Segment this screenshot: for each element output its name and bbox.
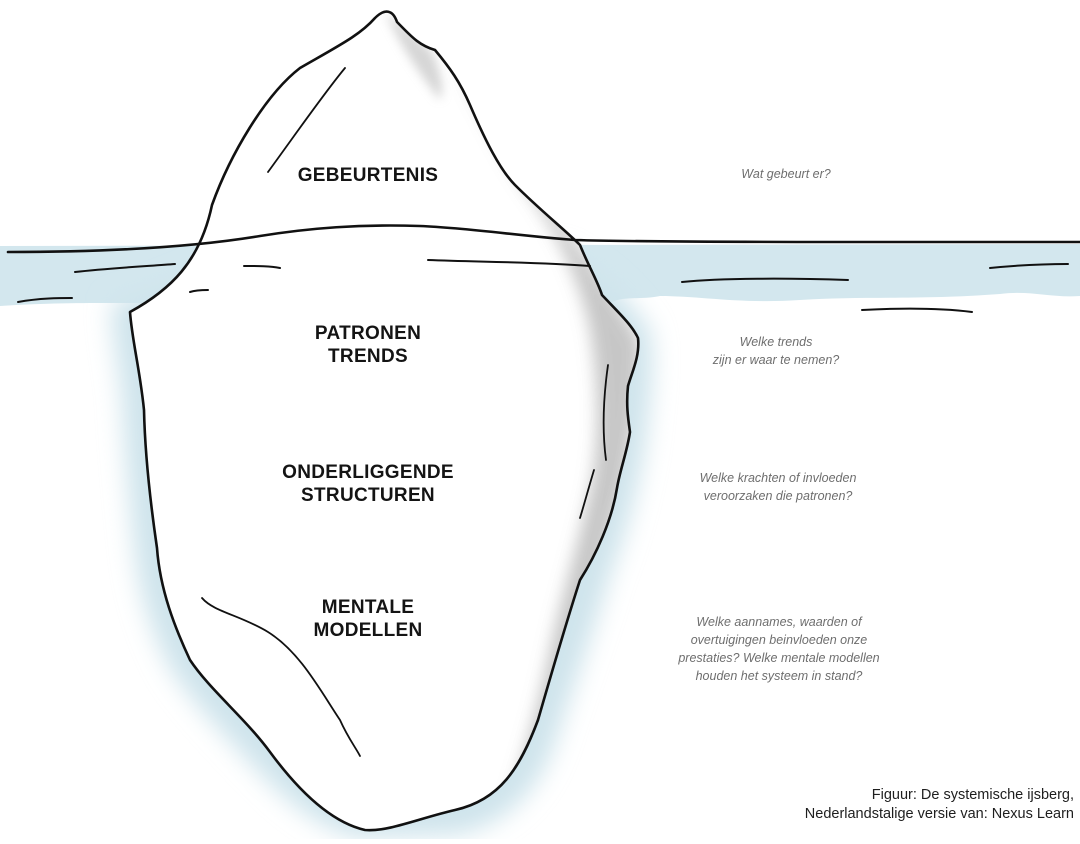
level-patronen-label: PATRONEN TRENDS (218, 322, 518, 368)
level-mentale-line2: MODELLEN (313, 620, 423, 641)
waterline (6, 224, 1080, 254)
level-patronen-line1: PATRONEN (314, 323, 422, 344)
ice-texture-strokes (201, 67, 609, 757)
question-mentale-line1: Welke aannames, waarden of (696, 615, 862, 629)
question-structuren-line1: Welke krachten of invloeden (699, 471, 857, 485)
level-gebeurtenis-line1: GEBEURTENIS (297, 165, 439, 186)
question-mentale-line2: overtuigingen beinvloeden onze (690, 633, 868, 647)
level-mentale-label: MENTALE MODELLEN (218, 596, 518, 642)
level-patronen-line2: TRENDS (328, 346, 408, 367)
level-mentale-line1: MENTALE (321, 597, 415, 618)
iceberg-shadow-top (385, 12, 443, 100)
question-mentale-line3: prestaties? Welke mentale modellen (678, 651, 880, 665)
figure-caption: Figuur: De systemische ijsberg, Nederlan… (805, 786, 1074, 824)
question-mentale: Welke aannames, waarden of overtuigingen… (629, 613, 929, 685)
level-structuren-line1: ONDERLIGGENDE (282, 462, 454, 483)
iceberg-outline (128, 10, 640, 832)
level-structuren-line2: STRUCTUREN (301, 485, 435, 506)
figure-caption-line2: Nederlandstalige versie van: Nexus Learn (804, 806, 1074, 822)
figure-caption-line1: Figuur: De systemische ijsberg, (871, 787, 1074, 803)
level-gebeurtenis-label: GEBEURTENIS (218, 164, 518, 187)
question-patronen: Welke trends zijn er waar te nemen? (626, 333, 926, 369)
question-gebeurtenis: Wat gebeurt er? (636, 165, 936, 183)
water-ripples (17, 259, 1069, 313)
level-structuren-label: ONDERLIGGENDE STRUCTUREN (218, 461, 518, 507)
question-patronen-line1: Welke trends (739, 335, 813, 349)
question-structuren: Welke krachten of invloeden veroorzaken … (628, 469, 928, 505)
question-structuren-line2: veroorzaken die patronen? (703, 489, 853, 503)
question-gebeurtenis-line1: Wat gebeurt er? (741, 167, 831, 181)
question-patronen-line2: zijn er waar te nemen? (712, 353, 840, 367)
question-mentale-line4: houden het systeem in stand? (695, 669, 863, 683)
